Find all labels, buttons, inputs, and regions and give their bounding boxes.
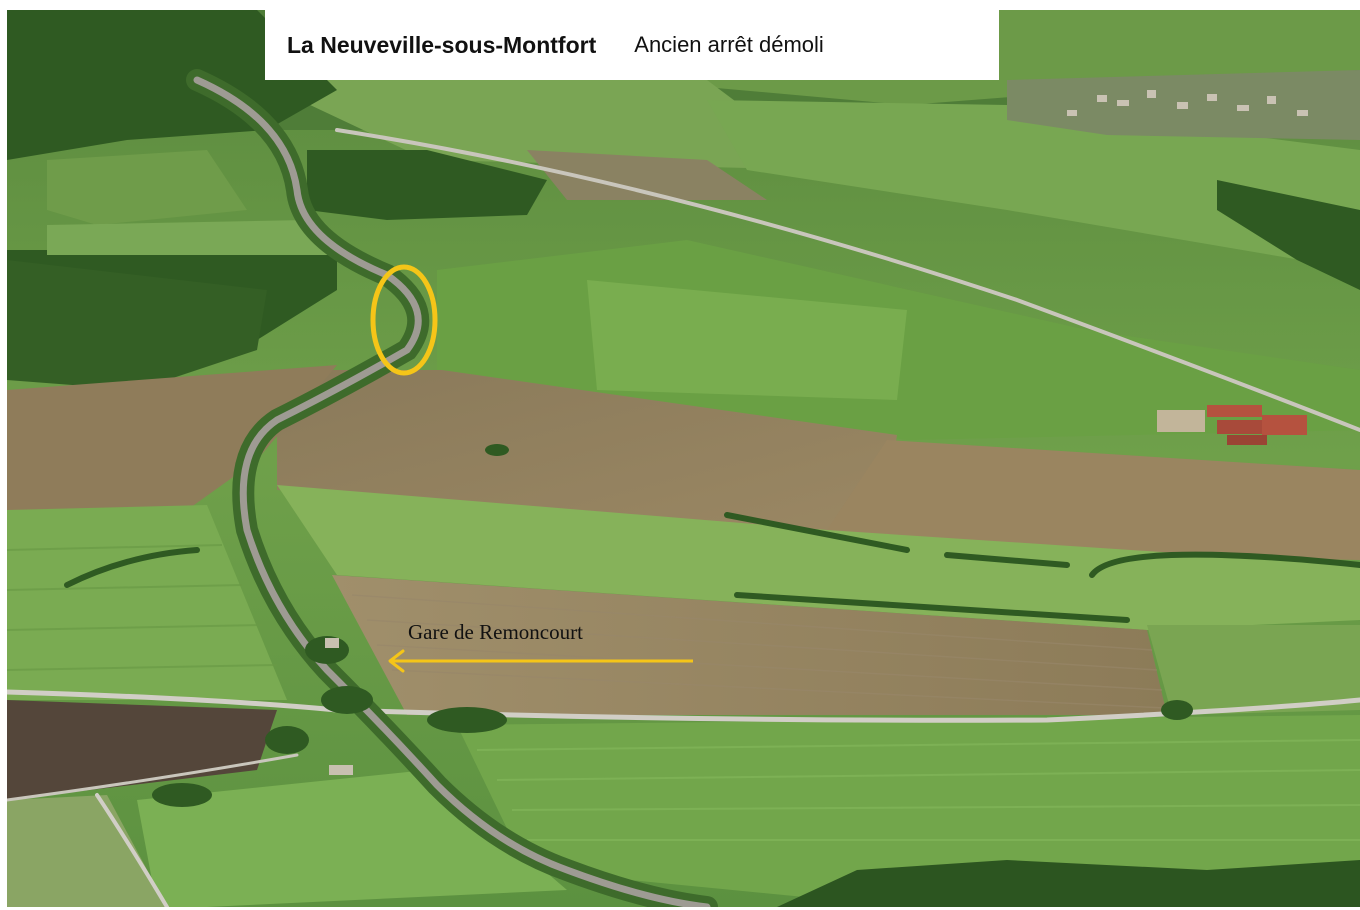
title-note: Ancien arrêt démoli [634, 32, 824, 57]
title-place-name: La Neuveville-sous-Montfort [287, 31, 597, 58]
station-label: Gare de Remoncourt [408, 620, 583, 644]
highlight-ellipse [370, 264, 438, 376]
aerial-landscape-photo [7, 10, 1360, 907]
farm-buildings [1157, 405, 1307, 445]
title-banner: La Neuveville-sous-Montfort Ancien arrêt… [265, 10, 999, 80]
arrow-left-icon [388, 649, 693, 673]
